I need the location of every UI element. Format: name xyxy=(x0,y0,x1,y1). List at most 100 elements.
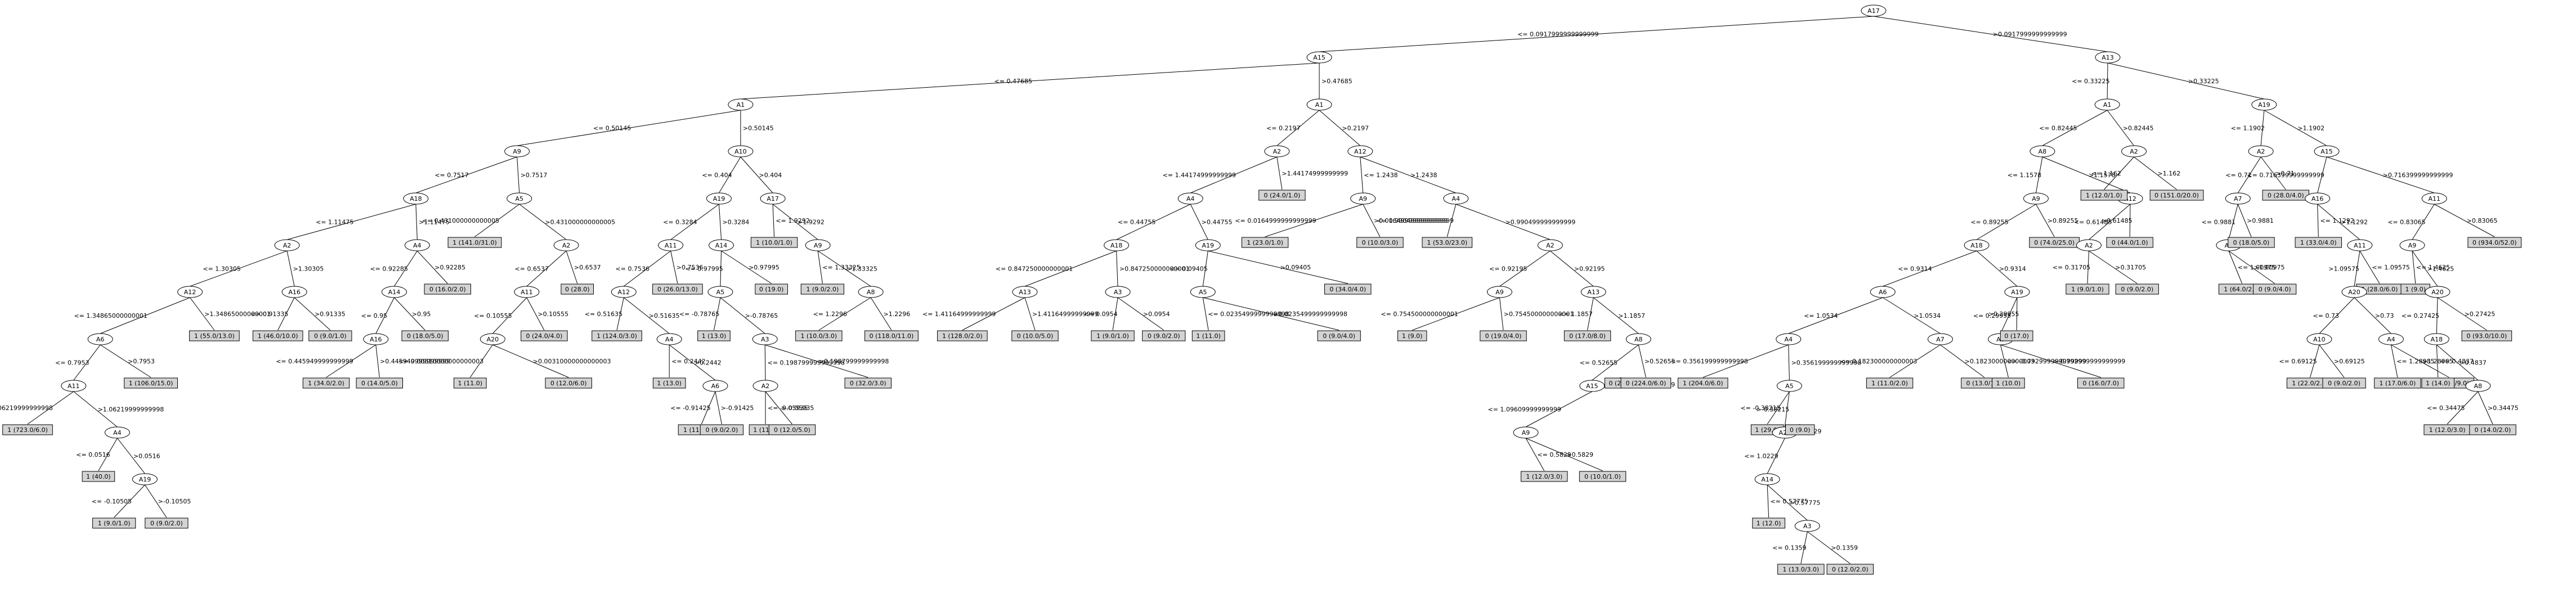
tree-edge xyxy=(1784,391,1790,428)
node-ellipse xyxy=(1306,51,1332,64)
node-label: A9 xyxy=(2032,195,2040,202)
leaf-node: 0 (9.0/2.0) xyxy=(700,424,743,435)
leaf-box xyxy=(189,330,240,341)
leaf-box xyxy=(308,330,352,341)
node-ellipse xyxy=(752,333,778,345)
leaf-node: 1 (12.0/3.0) xyxy=(2423,424,2471,435)
node-label: A19 xyxy=(1202,242,1215,249)
split-node-a13: A13 xyxy=(2095,51,2121,64)
leaf-node: 0 (9.0/4.0) xyxy=(1317,330,1361,341)
node-label: A2 xyxy=(2085,242,2093,249)
edge-condition-label: >0.09405 xyxy=(1280,264,1311,271)
split-node-a15: A15 xyxy=(1579,380,1605,392)
node-ellipse xyxy=(2378,333,2404,345)
edge-condition-label: <= 0.09405 xyxy=(1170,266,1207,273)
tree-edge xyxy=(2317,156,2327,194)
edge-condition-label: >0.990499999999999 xyxy=(1506,219,1576,226)
split-node-a19: A19 xyxy=(1195,239,1221,251)
node-label: A10 xyxy=(2313,336,2326,343)
node-label: 0 (10.0/1.0) xyxy=(1584,473,1621,480)
node-label: 1 (40.0) xyxy=(86,473,111,480)
node-label: 0 (17.0/8.0) xyxy=(1569,332,1606,340)
split-node-a13: A13 xyxy=(1012,286,1038,298)
node-label: 1 (9.0/1.0) xyxy=(2071,286,2104,293)
node-label: 0 (9.0) xyxy=(1790,426,1811,434)
leaf-node: 1 (17.0/6.0) xyxy=(2374,377,2421,389)
split-node-a20: A20 xyxy=(2341,286,2367,298)
leaf-node: 0 (12.0/2.0) xyxy=(1826,564,1874,575)
edge-condition-label: <= 0.754500000000001 xyxy=(1381,310,1458,318)
split-node-a6: A6 xyxy=(87,333,113,345)
tree-edge xyxy=(1190,204,1208,240)
node-ellipse xyxy=(1513,426,1539,439)
edge-condition-label: >0.31705 xyxy=(2115,264,2146,271)
leaf-node: 1 (34.0/2.0) xyxy=(302,377,350,389)
node-label: A5 xyxy=(515,195,523,202)
node-ellipse xyxy=(702,380,728,392)
edge-condition-label: <= 0.7517 xyxy=(434,172,468,179)
tree-edge xyxy=(1276,156,1283,190)
edge-condition-label: <= 0.51635 xyxy=(585,310,622,318)
tree-edge xyxy=(1873,16,2108,52)
node-ellipse xyxy=(2306,333,2332,345)
edge-condition-label: >1.2438 xyxy=(1410,172,1437,179)
node-label: 1 (10.0/1.0) xyxy=(756,239,792,246)
node-ellipse xyxy=(1190,286,1216,298)
leaf-node: 1 (13.0/3.0) xyxy=(1777,564,1825,575)
tree-edge xyxy=(1550,250,1594,287)
edge-condition-label: >1.9292 xyxy=(798,219,825,226)
leaf-node: 1 (11.0/2.0) xyxy=(1866,377,1914,389)
node-ellipse xyxy=(553,239,579,251)
leaf-node: 0 (16.0/7.0) xyxy=(2077,377,2125,389)
leaf-box xyxy=(844,377,891,389)
node-label: 0 (93.0/10.0) xyxy=(2467,332,2507,340)
leaf-node: 1 (11.0) xyxy=(1191,330,1225,341)
tree-edge xyxy=(1499,297,1504,331)
node-ellipse xyxy=(658,239,684,251)
tree-edge xyxy=(817,250,823,284)
leaf-node: 1 (9.0/1.0) xyxy=(1091,330,1135,341)
tree-edge xyxy=(1703,344,1789,378)
edge-condition-label: <= 1.162 xyxy=(2091,170,2121,177)
edge-condition-label: >0.61485 xyxy=(2102,217,2133,224)
edge-condition-label: <= 0.5829 xyxy=(1537,451,1571,458)
edge-condition-label: <= 1.33325 xyxy=(822,264,860,271)
node-ellipse xyxy=(381,286,407,298)
node-label: A17 xyxy=(1867,7,1880,15)
tree-edge xyxy=(190,297,215,331)
leaf-node: 0 (26.0/13.0) xyxy=(652,284,703,295)
leaf-box xyxy=(795,330,843,341)
tree-edge xyxy=(772,204,775,237)
tree-edge xyxy=(1360,156,1364,194)
node-label: A14 xyxy=(715,242,728,249)
node-label: A2 xyxy=(1546,242,1554,249)
split-node-a11: A11 xyxy=(61,380,87,392)
node-label: 0 (16.0/7.0) xyxy=(2082,380,2119,387)
leaf-node: 0 (10.0/5.0) xyxy=(1011,330,1059,341)
tree-edge xyxy=(817,250,871,287)
tree-edge xyxy=(1412,297,1500,331)
edge-condition-label: >0.10555 xyxy=(537,310,568,318)
split-node-a5: A5 xyxy=(1776,380,1802,392)
node-ellipse xyxy=(611,286,637,298)
node-label: A16 xyxy=(370,336,382,343)
split-node-a19: A19 xyxy=(2004,286,2030,298)
split-node-a15: A15 xyxy=(2314,145,2340,158)
node-label: A2 xyxy=(283,242,292,249)
tree-edge xyxy=(2412,250,2438,287)
tree-edge xyxy=(1202,297,1209,331)
node-label: A9 xyxy=(513,148,521,155)
leaf-box xyxy=(1397,330,1427,341)
split-node-a9: A9 xyxy=(1350,192,1376,205)
node-label: A15 xyxy=(1586,382,1598,390)
leaf-node: 0 (9.0) xyxy=(1785,424,1815,435)
tree-edge xyxy=(1190,156,1278,194)
leaf-node: 1 (128.0/2.0) xyxy=(937,330,988,341)
edge-condition-label: <= 0.0235499999999998 xyxy=(1208,310,1289,318)
node-label: A18 xyxy=(1110,242,1123,249)
leaf-box xyxy=(1785,424,1815,435)
node-label: 1 (9.0) xyxy=(2405,286,2426,293)
tree-edge xyxy=(2035,156,2043,194)
edge-condition-label: <= 0.52655 xyxy=(1580,359,1618,367)
tree-edge xyxy=(765,391,792,425)
